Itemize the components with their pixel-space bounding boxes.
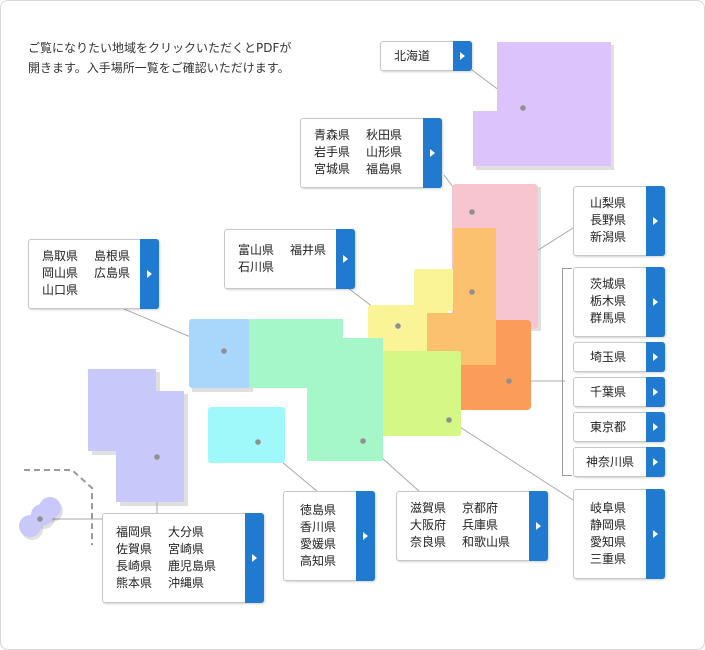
pref-label: 山口県 (42, 283, 79, 297)
kinki-button[interactable]: 滋賀県 京都府 大阪府 兵庫県 奈良県 和歌山県 (396, 491, 548, 561)
pref-label: 新潟県 (590, 230, 627, 244)
pref-label: 和歌山県 (462, 535, 511, 549)
pref-label: 兵庫県 (462, 518, 499, 532)
pref-label: 石川県 (238, 260, 275, 274)
pref-label: 静岡県 (590, 518, 627, 532)
pref-label: 鳥取県 (42, 249, 79, 263)
pref-label: 山梨県 (590, 196, 627, 210)
pref-label: 愛媛県 (300, 537, 337, 551)
pref-label: 宮崎県 (168, 542, 205, 556)
pref-label: 茨城県 (590, 277, 627, 291)
kyushu-button[interactable]: 福岡県 大分県 佐賀県 宮崎県 長崎県 鹿児島県 熊本県 沖縄県 (102, 513, 264, 603)
pref-label: 東京都 (590, 420, 627, 434)
arrow-right-icon (245, 513, 264, 603)
intro-line-1: ご覧になりたい地域をクリックいただくとPDFが (28, 41, 292, 55)
map-dots (37, 105, 526, 522)
region-hokkaido[interactable] (473, 42, 611, 166)
pref-label: 滋賀県 (410, 501, 447, 515)
region-hokuriku-upper[interactable] (414, 269, 460, 311)
pref-label: 広島県 (94, 266, 131, 280)
arrow-right-icon (356, 491, 375, 581)
pref-label: 群馬県 (590, 311, 627, 325)
region-kyushu[interactable] (88, 369, 184, 502)
pref-label: 愛知県 (590, 535, 627, 549)
pref-label: 奈良県 (410, 535, 447, 549)
chugoku-button[interactable]: 鳥取県 島根県 岡山県 広島県 山口県 (28, 239, 159, 309)
chiba-button[interactable]: 千葉県 (573, 377, 665, 407)
intro-line-2: 開きます。入手場所一覧をご確認いただけます。 (28, 61, 290, 75)
tohoku-button[interactable]: 青森県 秋田県 岩手県 山形県 宮城県 福島県 (300, 118, 442, 188)
pref-label: 大分県 (168, 525, 205, 539)
pref-label: 佐賀県 (116, 542, 153, 556)
pref-label: 宮城県 (314, 162, 351, 176)
pref-label: 京都府 (462, 501, 499, 515)
kanto-bracket (562, 268, 572, 476)
arrow-right-icon (646, 489, 665, 579)
pref-label: 香川県 (300, 520, 337, 534)
pref-label: 岐阜県 (590, 501, 627, 515)
pref-label: 栃木県 (590, 294, 627, 308)
shikoku-button[interactable]: 徳島県 香川県 愛媛県 高知県 (283, 491, 375, 581)
arrow-right-icon (453, 41, 472, 71)
pref-label: 福井県 (290, 243, 327, 257)
pref-label: 千葉県 (590, 385, 627, 399)
hokuriku-button[interactable]: 富山県 福井県 石川県 (224, 229, 355, 289)
saitama-button[interactable]: 埼玉県 (573, 342, 665, 372)
pref-label: 神奈川県 (586, 455, 635, 469)
pref-label: 岩手県 (314, 145, 351, 159)
pref-label: 三重県 (590, 552, 627, 566)
pref-label: 沖縄県 (168, 576, 205, 590)
arrow-right-icon (336, 229, 355, 289)
pref-label: 島根県 (94, 249, 131, 263)
arrow-right-icon (646, 267, 665, 337)
kanagawa-button[interactable]: 神奈川県 (573, 447, 665, 477)
pref-label: 鹿児島県 (168, 559, 217, 573)
pref-label: 秋田県 (366, 128, 403, 142)
pref-label: 埼玉県 (590, 350, 627, 364)
pref-label: 青森県 (314, 128, 351, 142)
pref-label: 山形県 (366, 145, 403, 159)
arrow-right-icon (646, 447, 665, 477)
arrow-right-icon (140, 239, 159, 309)
region-okinawa[interactable] (19, 497, 63, 540)
pref-label: 福島県 (366, 162, 403, 176)
pref-label: 北海道 (394, 49, 431, 63)
arrow-right-icon (646, 377, 665, 407)
pref-label: 福岡県 (116, 525, 153, 539)
kita-kanto-button[interactable]: 茨城県 栃木県 群馬県 (573, 267, 665, 337)
pref-label: 長野県 (590, 213, 627, 227)
hokkaido-button[interactable]: 北海道 (380, 41, 472, 71)
arrow-right-icon (646, 186, 665, 256)
region-chugoku[interactable] (189, 319, 250, 388)
region-tokai[interactable] (382, 351, 461, 436)
pref-label: 徳島県 (300, 503, 337, 517)
tokai-button[interactable]: 岐阜県 静岡県 愛知県 三重県 (573, 489, 665, 579)
pref-label: 大阪府 (410, 518, 447, 532)
region-shikoku[interactable] (208, 407, 285, 463)
region-koshinetsu[interactable] (427, 228, 496, 365)
pref-label: 長崎県 (116, 559, 153, 573)
pref-label: 熊本県 (116, 576, 153, 590)
koshinetsu-button[interactable]: 山梨県 長野県 新潟県 (573, 186, 665, 256)
okinawa-separator (24, 469, 93, 545)
intro-text: ご覧になりたい地域をクリックいただくとPDFが 開きます。入手場所一覧をご確認い… (28, 38, 348, 78)
arrow-right-icon (423, 118, 442, 188)
arrow-right-icon (529, 491, 548, 561)
pref-label: 高知県 (300, 554, 337, 568)
region-kinki[interactable] (249, 319, 383, 461)
arrow-right-icon (646, 412, 665, 442)
tokyo-button[interactable]: 東京都 (573, 412, 665, 442)
arrow-right-icon (646, 342, 665, 372)
pref-label: 富山県 (238, 243, 275, 257)
pref-label: 岡山県 (42, 266, 79, 280)
